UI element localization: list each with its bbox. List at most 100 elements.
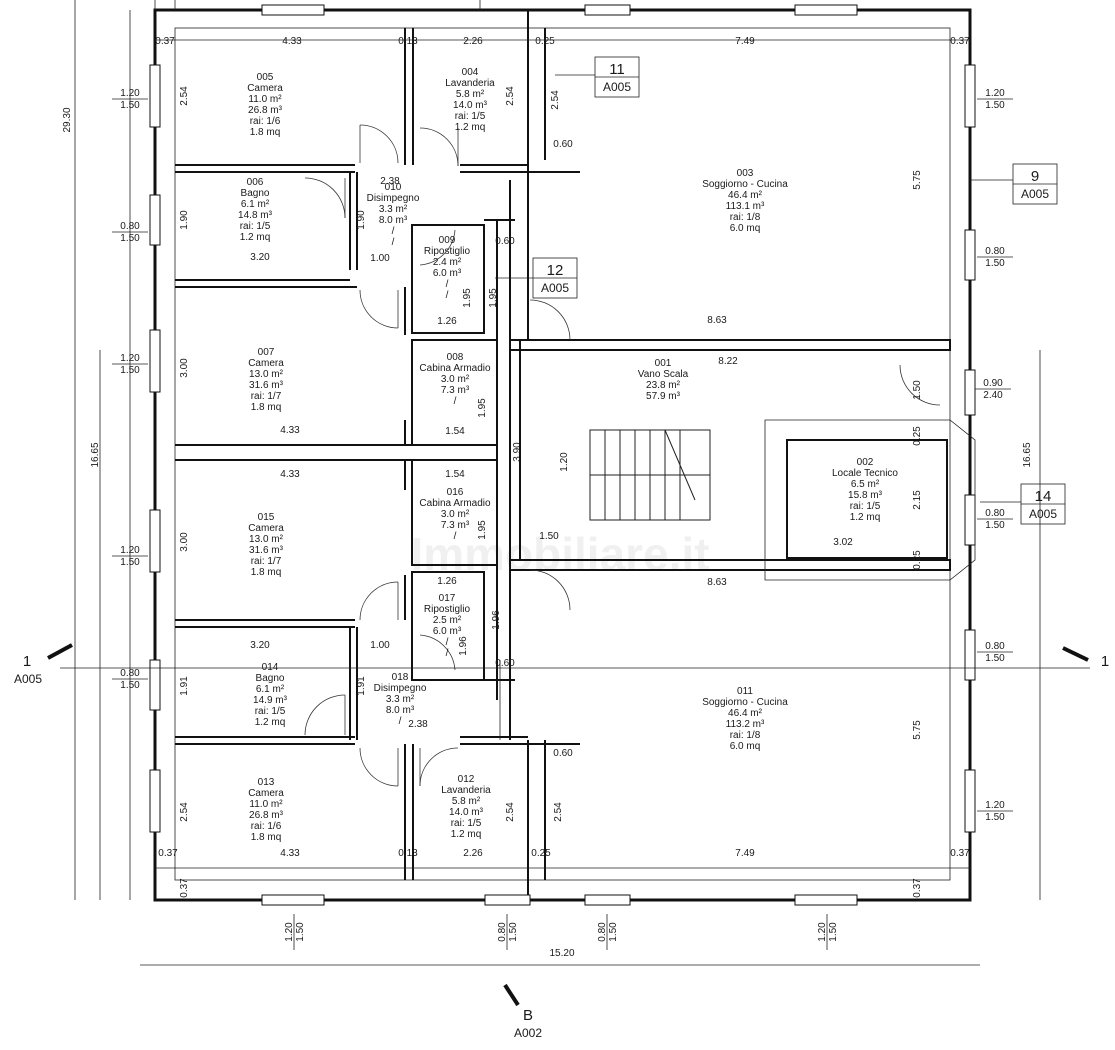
dimension-label: 0.60 [495, 658, 515, 669]
dimension-label: 0.37 [155, 36, 175, 47]
room-name: Camera [247, 83, 283, 94]
section-tag-ref: A005 [1021, 187, 1049, 201]
room-id: 016 [447, 487, 464, 498]
dimension-label: 1.95 [488, 288, 499, 308]
dimension-label: 3.00 [179, 532, 190, 552]
dimension-lines [60, 0, 1090, 966]
room-volume: 113.1 m³ [726, 201, 765, 212]
dimension-label: 8.63 [707, 315, 727, 326]
room-area: 3.3 m² [379, 204, 408, 215]
windows [149, 4, 976, 906]
dimension-label: 0.25 [912, 426, 923, 446]
room-area: 6.1 m² [241, 199, 270, 210]
room-id: 011 [737, 686, 753, 697]
window-width: 0.80 [985, 641, 1005, 652]
dimension-label: 1.95 [462, 288, 473, 308]
cut-markers[interactable]: 1 A005 1 B A002 [14, 643, 1109, 1040]
room-mq: 6.0 mq [730, 223, 761, 234]
dimension-label: 1.91 [356, 676, 367, 696]
room-area: 46.4 m² [728, 190, 763, 201]
dimension-label: 1.54 [445, 469, 465, 480]
window-height: 1.50 [608, 922, 619, 942]
window-label: 0.801.50 [112, 668, 148, 691]
room-name: Lavanderia [445, 78, 495, 89]
room-mq: / [446, 648, 449, 659]
dimension-label: 5.75 [912, 170, 923, 190]
cut-left-ref: A005 [14, 672, 42, 686]
window-label: 0.801.50 [977, 508, 1013, 531]
window-width: 0.80 [597, 922, 608, 942]
room-volume: 7.3 m³ [441, 385, 470, 396]
dimension-label: 1.96 [491, 610, 502, 630]
dimension-label: 1.00 [370, 253, 390, 264]
room-name: Disimpegno [374, 683, 427, 694]
dimension-label: 0.60 [553, 139, 573, 150]
window-width: 0.80 [985, 508, 1005, 519]
dimension-label: 0.25 [912, 550, 923, 570]
dimension-label: 1.00 [370, 640, 390, 651]
window-label: 1.201.50 [977, 88, 1013, 111]
room-volume: 14.8 m³ [238, 210, 273, 221]
dimension-label: 1.90 [179, 210, 190, 230]
room-rai: / [392, 226, 395, 237]
room-id: 006 [247, 177, 264, 188]
window-width: 0.80 [497, 922, 508, 942]
room-name: Locale Tecnico [832, 468, 898, 479]
room-name: Cabina Armadio [419, 363, 491, 374]
dimension-label: 0.37 [950, 848, 970, 859]
dimension-label: 0.13 [398, 36, 418, 47]
room-id: 018 [392, 672, 409, 683]
room-area: 6.1 m² [256, 684, 285, 695]
room-name: Lavanderia [441, 785, 491, 796]
dimension-label: 1.91 [179, 676, 190, 696]
room-mq: 1.2 mq [850, 512, 881, 523]
window-width: 1.20 [985, 88, 1005, 99]
window-height: 1.50 [985, 812, 1005, 823]
room-id: 014 [262, 662, 279, 673]
dimension-label: 0.60 [553, 748, 573, 759]
room-name: Camera [248, 358, 284, 369]
room-volume: 6.0 m³ [433, 626, 462, 637]
room-mq: 1.2 mq [455, 122, 486, 133]
section-tag-number: 11 [609, 61, 625, 78]
dimension-label: 0.25 [535, 36, 555, 47]
dimension-label: 2.38 [408, 719, 428, 730]
dimension-label: 5.75 [912, 720, 923, 740]
room-name: Disimpegno [367, 193, 420, 204]
room-name: Ripostiglio [424, 604, 471, 615]
dimension-label: 2.54 [550, 90, 561, 110]
staircase[interactable] [589, 419, 976, 581]
dimension-label: 2.54 [505, 802, 516, 822]
dimension-label: 3.90 [512, 442, 523, 462]
room-name: Ripostiglio [424, 246, 471, 257]
room-id: 007 [258, 347, 275, 358]
dimension-label: 0.13 [398, 848, 418, 859]
window-height: 1.50 [120, 680, 140, 691]
room-rai: rai: 1/6 [250, 116, 281, 127]
room-name: Cabina Armadio [419, 498, 491, 509]
